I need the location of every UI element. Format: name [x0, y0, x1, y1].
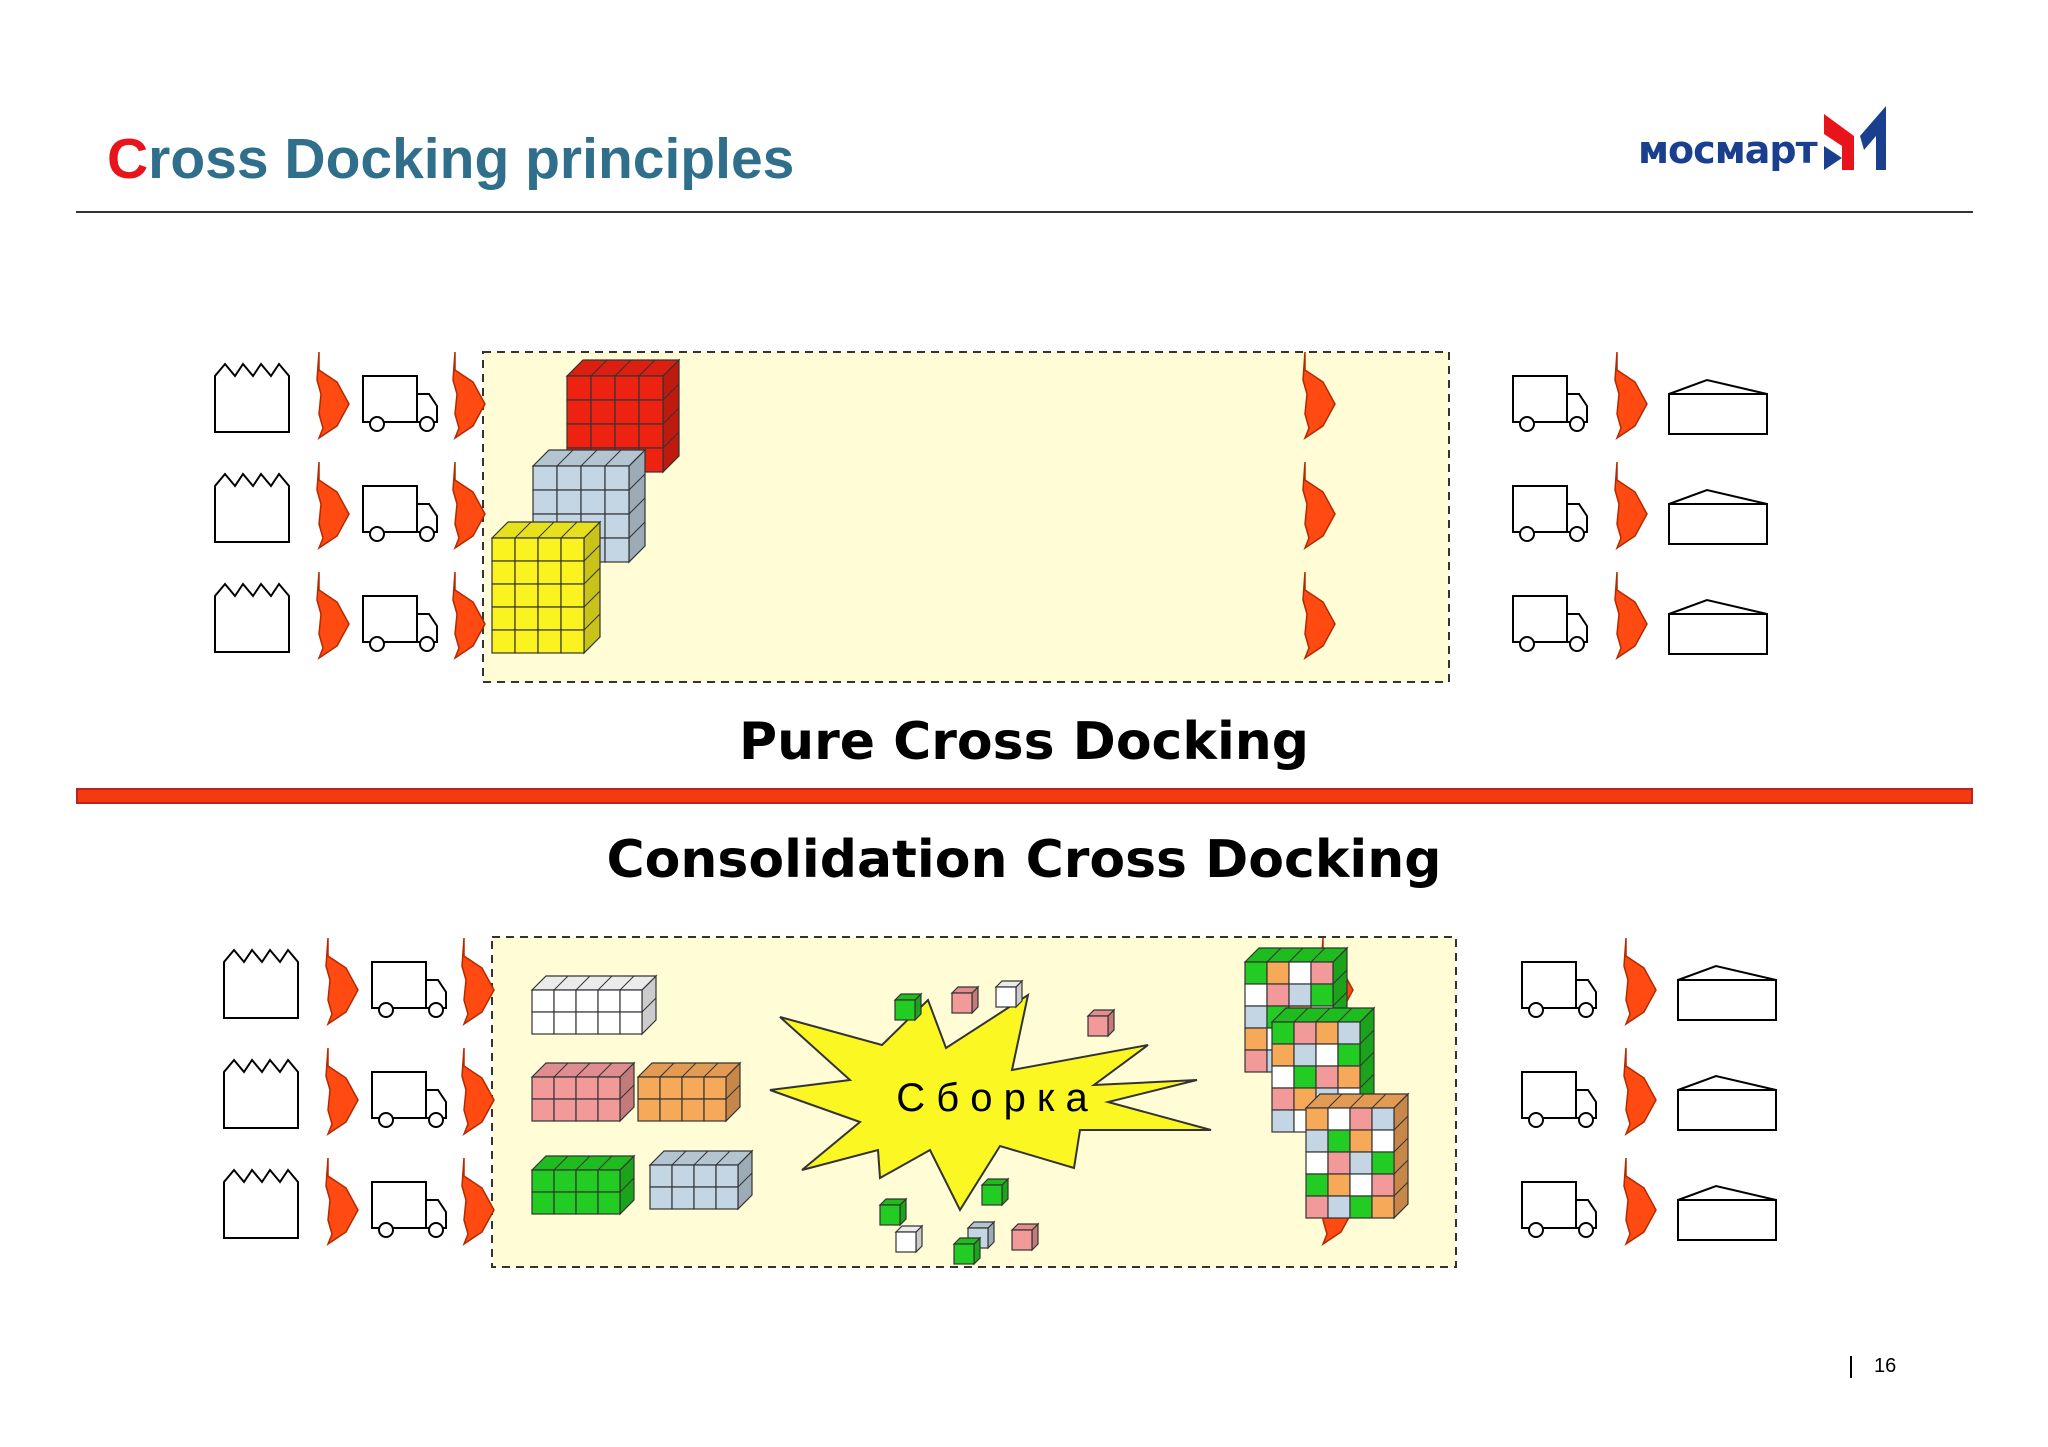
- truck-icon: [362, 485, 438, 542]
- pallet-icon: [530, 974, 658, 1036]
- pure-cross-docking-label: Pure Cross Docking: [738, 712, 1310, 772]
- arrow-icon: [452, 571, 486, 660]
- truck-icon: [1521, 1071, 1597, 1128]
- arrow-icon: [1614, 571, 1648, 660]
- truck-icon: [362, 375, 438, 432]
- page-number-separator: [1850, 1355, 1852, 1378]
- pallet-icon: [894, 1224, 924, 1254]
- arrow-icon: [1623, 937, 1657, 1026]
- arrow-icon: [1302, 461, 1336, 550]
- arrow-icon: [1623, 1157, 1657, 1246]
- title-accent-letter: C: [107, 127, 149, 191]
- arrow-icon: [316, 571, 350, 660]
- store-icon: [1668, 488, 1768, 545]
- store-icon: [1668, 598, 1768, 655]
- arrow-icon: [316, 351, 350, 440]
- truck-icon: [1521, 961, 1597, 1018]
- truck-icon: [1512, 375, 1588, 432]
- page-number-text: 16: [1874, 1355, 1897, 1377]
- arrow-icon: [1623, 1047, 1657, 1136]
- factory-icon: [223, 1168, 299, 1239]
- arrow-icon: [461, 1047, 495, 1136]
- factory-icon: [214, 472, 290, 543]
- truck-icon: [1512, 595, 1588, 652]
- pallet-icon: [1304, 1092, 1410, 1220]
- pallet-icon: [950, 985, 980, 1015]
- burst-label: С б о р к а: [896, 1076, 1088, 1120]
- store-icon: [1668, 378, 1768, 435]
- pallet-icon: [530, 1061, 636, 1123]
- pallet-icon: [1010, 1222, 1040, 1252]
- truck-icon: [371, 1181, 447, 1238]
- pallet-icon: [994, 979, 1024, 1009]
- pallet-icon: [952, 1236, 982, 1266]
- arrow-icon: [316, 461, 350, 550]
- pallet-icon: [878, 1197, 908, 1227]
- section-divider: [76, 788, 1973, 804]
- pallet-icon: [648, 1149, 754, 1211]
- title-text: ross Docking principles: [148, 127, 795, 191]
- truck-icon: [362, 595, 438, 652]
- arrow-icon: [325, 937, 359, 1026]
- arrow-icon: [452, 461, 486, 550]
- factory-icon: [214, 362, 290, 433]
- logo-word: мосмарт: [1638, 128, 1818, 172]
- title-rule: [76, 211, 1973, 213]
- factory-icon: [223, 948, 299, 1019]
- pallet-icon: [490, 520, 602, 655]
- truck-icon: [1521, 1181, 1597, 1238]
- arrow-icon: [452, 351, 486, 440]
- consolidation-cross-docking-label: Consolidation Cross Docking: [606, 830, 1442, 890]
- consolidation-cross-docking-diagram: С б о р к а: [223, 936, 1777, 1268]
- page-number: 16: [1850, 1355, 1896, 1378]
- pallet-icon: [1086, 1008, 1116, 1038]
- factory-icon: [223, 1058, 299, 1129]
- truck-icon: [371, 1071, 447, 1128]
- arrow-icon: [1614, 461, 1648, 550]
- pallet-icon: [893, 992, 923, 1022]
- arrow-icon: [325, 1157, 359, 1246]
- logo-mark-icon: [1824, 106, 1886, 170]
- truck-icon: [1512, 485, 1588, 542]
- arrow-icon: [325, 1047, 359, 1136]
- store-icon: [1677, 1074, 1777, 1131]
- pure-cross-docking-diagram: [214, 351, 1768, 683]
- truck-icon: [371, 961, 447, 1018]
- arrow-icon: [461, 1157, 495, 1246]
- burst-icon: [769, 992, 1212, 1213]
- arrow-icon: [1614, 351, 1648, 440]
- store-icon: [1677, 964, 1777, 1021]
- factory-icon: [214, 582, 290, 653]
- arrow-icon: [1302, 351, 1336, 440]
- page-title: Cross Docking principles: [107, 126, 794, 192]
- pallet-icon: [980, 1177, 1010, 1207]
- arrow-icon: [1302, 571, 1336, 660]
- arrow-icon: [461, 937, 495, 1026]
- pallet-icon: [530, 1154, 636, 1216]
- company-logo: мосмарт: [1638, 106, 1888, 176]
- store-icon: [1677, 1184, 1777, 1241]
- pallet-icon: [636, 1061, 742, 1123]
